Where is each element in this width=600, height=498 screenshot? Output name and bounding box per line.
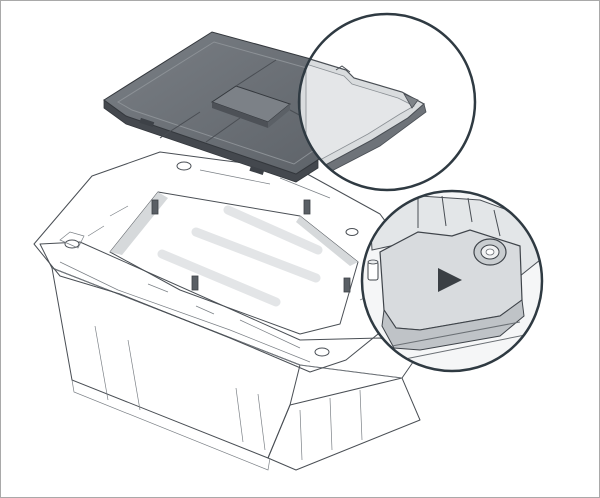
cpu-carrier-frame [33,151,421,373]
triangle-mark-icon [438,268,462,292]
carrier-mounting-holes [64,161,359,357]
callout-ring-bottom [360,189,544,373]
carrier-guide-slots [157,205,323,307]
callout-ring-top [297,12,477,192]
callout-triangle-mark [360,189,544,373]
carrier-opening [109,191,359,335]
tray-right-wall [267,377,421,471]
callout-cover-corner [297,12,477,192]
protective-cover [103,31,331,183]
carrier-clips [151,199,351,293]
